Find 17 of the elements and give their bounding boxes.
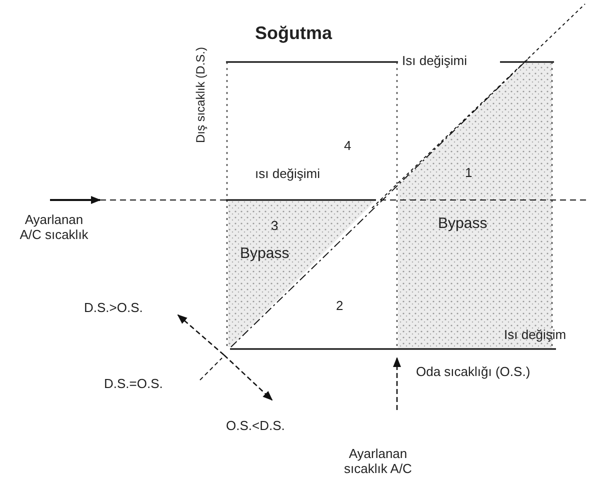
axis-label: Dış sıcaklık (D.S.) — [194, 47, 208, 143]
region-label: Bypass — [438, 216, 488, 231]
direction-label: D.S.=O.S. — [104, 376, 163, 391]
axis-label: Oda sıcaklığı (O.S.) — [416, 364, 530, 379]
region-label: ısı değişimi — [255, 166, 320, 181]
chart-title: Soğutma — [255, 26, 332, 41]
setpoint-label: Ayarlanan A/C sıcaklık — [18, 212, 90, 242]
direction-label: O.S.<D.S. — [226, 418, 285, 433]
region-label: Bypass — [240, 246, 290, 261]
region-label: Isı değişimi — [402, 53, 468, 68]
direction-label: D.S.>O.S. — [84, 300, 143, 315]
region-label: Isı değişim — [504, 327, 566, 342]
setpoint-label: Ayarlanan sıcaklık A/C — [343, 446, 413, 476]
region-number: 4 — [344, 138, 352, 153]
region-number: 2 — [336, 298, 344, 313]
region-number: 1 — [465, 165, 472, 180]
region-number: 3 — [271, 218, 278, 233]
